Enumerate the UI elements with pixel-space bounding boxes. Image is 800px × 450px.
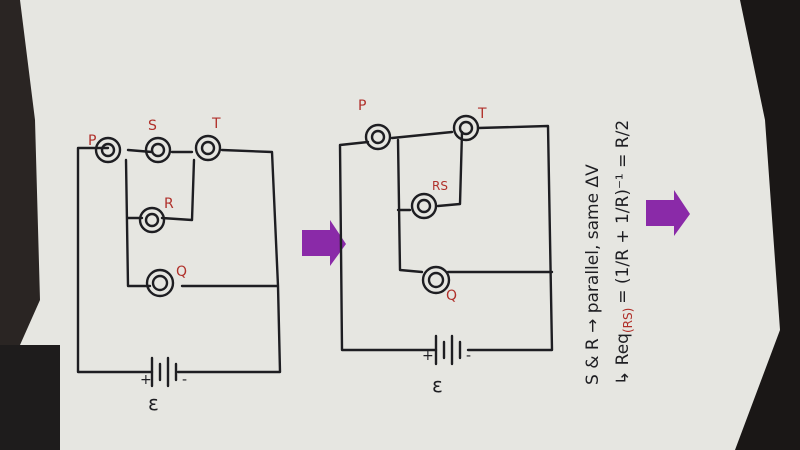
circuit-1-label-t: T: [211, 116, 221, 132]
circuit-1-battery-label: ε: [148, 391, 159, 415]
circuit-2-battery: [434, 334, 462, 366]
circuit-1: P S T R Q ε + -: [76, 116, 282, 415]
notes-req-formula: = (1/R + 1/R)⁻¹ = R/2: [613, 120, 633, 304]
circuit-2-battery-plus: +: [422, 348, 434, 364]
circuit-2-battery-minus: -: [466, 348, 471, 364]
circuit-2-label-t: T: [477, 106, 487, 122]
circuit-1-label-r: R: [164, 196, 174, 212]
circuit-2-label-p: P: [358, 98, 366, 114]
notes-req-prefix: ↳ Req: [613, 333, 633, 385]
circuit-2-label-q: Q: [446, 288, 457, 304]
notes-line-2: ↳ Req(RS) = (1/R + 1/R)⁻¹ = R/2: [613, 120, 635, 385]
arrow-1-icon: [302, 220, 346, 266]
circuit-1-wires: [76, 146, 282, 374]
circuit-1-bulb-p: [94, 136, 122, 164]
circuit-1-label-s: S: [148, 118, 157, 134]
arrow-2-icon: [646, 190, 690, 236]
paper-edge-right: [735, 0, 800, 450]
svg-text:↳ Req(RS)= (1/R + 1/R)⁻¹ = R/2: ↳ Req(RS) = (1/R + 1/R)⁻¹ = R/2: [613, 120, 635, 385]
circuit-2: P T RS Q ε + -: [338, 98, 554, 397]
circuit-1-bulb-s: [144, 136, 172, 164]
circuit-1-battery-minus: -: [182, 372, 187, 388]
circuit-1-bulb-t: [194, 134, 222, 162]
circuit-1-bulb-r: [138, 206, 166, 234]
circuit-2-bulb-t: [452, 114, 480, 142]
circuit-1-bulb-q: [145, 268, 175, 298]
notes-req-subscript: (RS): [621, 308, 635, 333]
circuit-2-bulb-rs: [410, 192, 438, 220]
circuit-1-battery-plus: +: [140, 372, 152, 388]
circuit-2-bulb-q: [421, 265, 451, 295]
circuit-2-bulb-p: [364, 123, 392, 151]
circuit-2-wires: [338, 124, 554, 352]
circuit-1-label-q: Q: [176, 264, 187, 280]
circuit-1-battery: [150, 356, 178, 388]
notes-line-1: S & R → parallel, same ΔV: [583, 164, 603, 385]
circuit-2-label-rs: RS: [432, 179, 448, 193]
notes: S & R → parallel, same ΔV ↳ Req(RS) = (1/…: [583, 120, 635, 385]
circuit-2-battery-label: ε: [432, 373, 443, 397]
dark-object: [0, 345, 60, 450]
circuit-1-label-p: P: [88, 133, 96, 149]
